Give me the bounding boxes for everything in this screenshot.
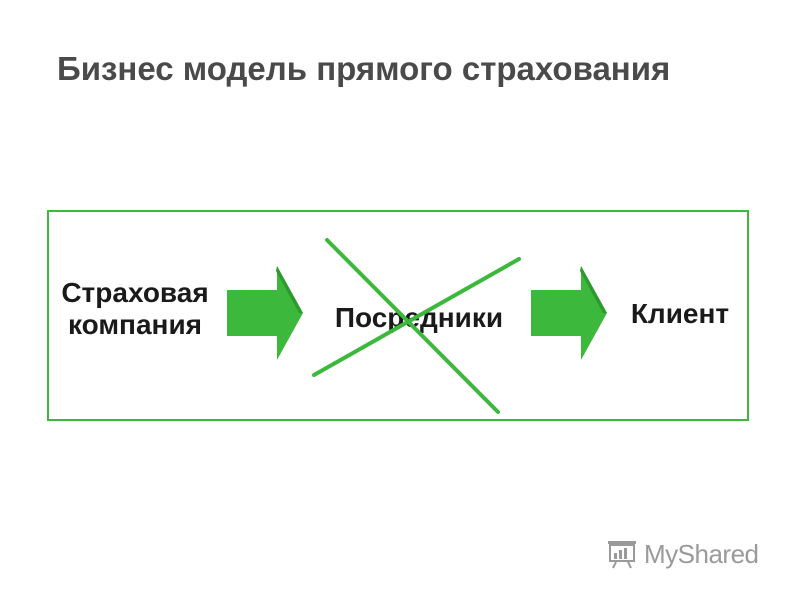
watermark-text: MyShared — [644, 538, 759, 569]
page-title: Бизнес модель прямого страхования — [57, 50, 671, 87]
node-insurance-company-line-1: Страховая — [61, 277, 209, 308]
node-intermediaries: Посредники — [334, 302, 504, 333]
presentation-board-icon — [608, 541, 636, 569]
node-insurance-company-line-2: компания — [67, 309, 203, 340]
diagram-frame — [47, 210, 749, 421]
node-insurance-company: Страховая компания — [50, 277, 220, 341]
watermark-logo: MyShared — [606, 536, 759, 572]
arrow-right-icon — [531, 266, 607, 360]
node-client: Клиент — [630, 298, 730, 329]
arrow-right-icon — [227, 266, 303, 360]
